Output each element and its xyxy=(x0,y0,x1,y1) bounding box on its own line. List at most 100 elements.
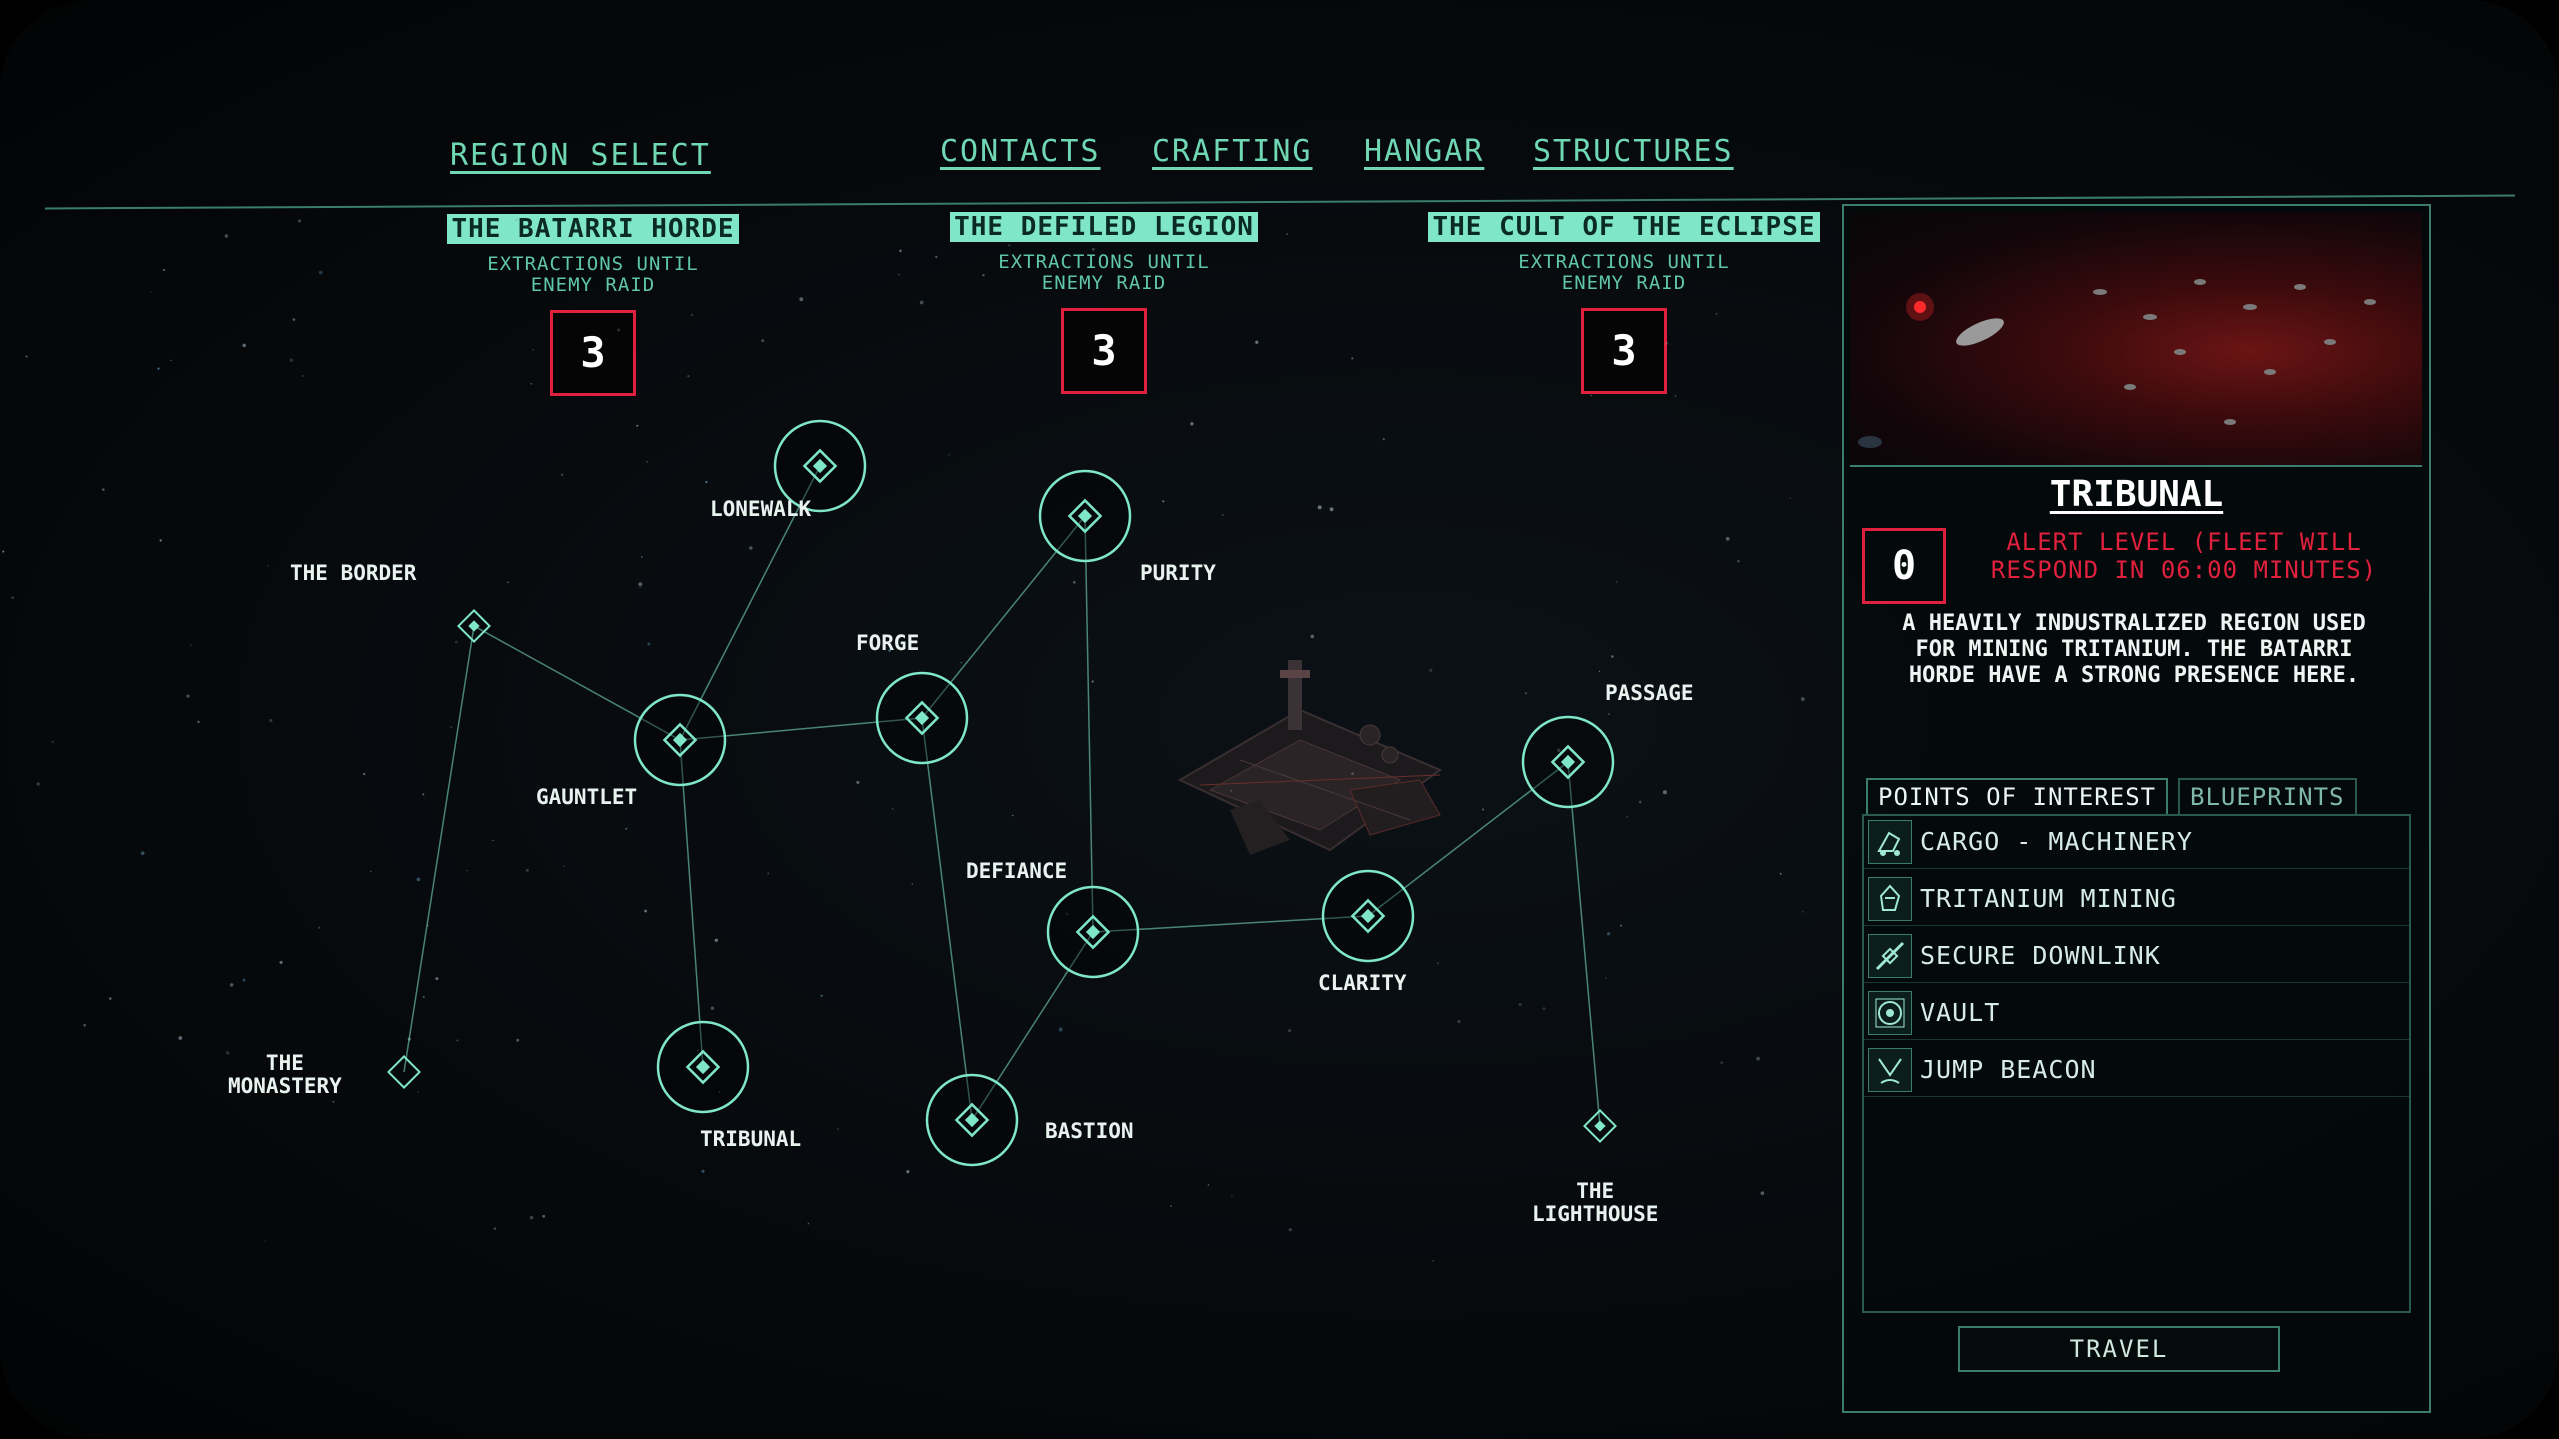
map-label-tribunal[interactable]: TRIBUNAL xyxy=(700,1127,802,1151)
node-diamond-icon xyxy=(685,1049,721,1085)
star xyxy=(560,473,564,477)
faction-defiled-legion: THE DEFILED LEGION EXTRACTIONS UNTIL ENE… xyxy=(844,212,1364,394)
map-connections xyxy=(403,465,1601,1127)
mining-icon xyxy=(1868,877,1912,921)
star xyxy=(911,883,914,885)
crafting-tab[interactable]: CRAFTING xyxy=(1152,134,1313,169)
node-core xyxy=(964,1112,980,1128)
poi-secure-downlink[interactable]: SECURE DOWNLINK xyxy=(1864,930,2409,983)
star xyxy=(1288,1228,1292,1232)
star xyxy=(640,556,643,558)
star xyxy=(1524,692,1528,695)
map-label-passage[interactable]: PASSAGE xyxy=(1605,681,1694,705)
node-diamond-icon xyxy=(1350,898,1386,934)
star xyxy=(416,877,421,882)
star xyxy=(1072,580,1076,584)
star xyxy=(279,960,283,964)
star xyxy=(1665,341,1669,345)
star xyxy=(1626,816,1629,818)
star xyxy=(1008,244,1011,247)
map-label-clarity[interactable]: CLARITY xyxy=(1318,971,1407,995)
star xyxy=(289,358,294,363)
star xyxy=(1091,247,1095,251)
star xyxy=(1221,514,1224,516)
star xyxy=(1781,224,1783,227)
star xyxy=(36,782,40,786)
poi-vault[interactable]: VAULT xyxy=(1864,987,2409,1040)
star xyxy=(1329,507,1334,512)
tab-points-of-interest[interactable]: POINTS OF INTEREST xyxy=(1866,778,2169,816)
map-node-forge[interactable] xyxy=(875,671,969,765)
star xyxy=(242,978,246,982)
faction-raid-caption: EXTRACTIONS UNTIL ENEMY RAID xyxy=(1518,251,1730,294)
map-node-monastery[interactable] xyxy=(387,1055,421,1089)
star xyxy=(856,780,860,784)
star xyxy=(1170,1205,1172,1207)
poi-cargo-machinery[interactable]: CARGO - MACHINERY xyxy=(1864,816,2409,869)
beacon-icon xyxy=(1868,1048,1912,1092)
star xyxy=(647,642,651,646)
map-node-bastion[interactable] xyxy=(925,1073,1019,1167)
star xyxy=(1638,800,1642,804)
map-label-purity[interactable]: PURITY xyxy=(1140,561,1216,585)
star xyxy=(767,872,770,875)
contacts-tab[interactable]: CONTACTS xyxy=(940,134,1101,169)
faction-batarri-horde: THE BATARRI HORDE EXTRACTIONS UNTIL ENEM… xyxy=(333,214,853,396)
star xyxy=(1382,438,1385,441)
star xyxy=(1011,814,1014,817)
star xyxy=(701,1169,705,1173)
star xyxy=(266,564,269,567)
star xyxy=(435,977,439,981)
tab-blueprints[interactable]: BLUEPRINTS xyxy=(2178,778,2357,816)
map-node-defiance[interactable] xyxy=(1046,885,1140,979)
star xyxy=(140,851,145,855)
map-node-clarity[interactable] xyxy=(1321,869,1415,963)
star xyxy=(639,586,641,589)
star xyxy=(225,1051,230,1055)
poi-tritanium-mining[interactable]: TRITANIUM MINING xyxy=(1864,873,2409,926)
map-label-forge[interactable]: FORGE xyxy=(856,631,920,655)
star xyxy=(162,268,166,272)
map-node-lonewalk[interactable] xyxy=(773,419,867,513)
star xyxy=(450,726,452,728)
star xyxy=(1557,748,1561,753)
map-label-gauntlet[interactable]: GAUNTLET xyxy=(536,785,638,809)
map-label-lonewalk[interactable]: LONEWALK xyxy=(710,497,812,521)
poi-jump-beacon[interactable]: JUMP BEACON xyxy=(1864,1044,2409,1097)
faction-cult-of-the-eclipse: THE CULT OF THE ECLIPSE EXTRACTIONS UNTI… xyxy=(1364,212,1884,394)
poi-label: CARGO - MACHINERY xyxy=(1920,827,2193,856)
map-label-border[interactable]: THE BORDER xyxy=(290,561,417,585)
star xyxy=(178,1036,183,1040)
star xyxy=(1162,500,1165,503)
starfield xyxy=(2,218,1819,1262)
region-info-panel: TRIBUNAL 0 ALERT LEVEL (FLEET WILL RESPO… xyxy=(1842,204,2431,1413)
map-node-lighthouse[interactable] xyxy=(1583,1109,1617,1143)
star xyxy=(1611,655,1614,658)
star xyxy=(1287,1028,1292,1033)
region-select-link[interactable]: REGION SELECT xyxy=(450,138,711,173)
map-node-passage[interactable] xyxy=(1521,715,1615,809)
star xyxy=(1482,808,1485,811)
map-node-purity[interactable] xyxy=(1038,469,1132,563)
star xyxy=(526,869,529,872)
structures-tab[interactable]: STRUCTURES xyxy=(1533,134,1734,169)
star xyxy=(466,869,469,872)
star xyxy=(906,1170,910,1174)
map-node-tribunal[interactable] xyxy=(656,1020,750,1114)
star xyxy=(159,539,162,542)
map-node-border[interactable] xyxy=(457,609,491,643)
star xyxy=(1437,962,1440,965)
map-node-gauntlet[interactable] xyxy=(633,693,727,787)
faction-name: THE CULT OF THE ECLIPSE xyxy=(1428,212,1820,242)
hangar-tab[interactable]: HANGAR xyxy=(1364,134,1485,169)
poi-label: SECURE DOWNLINK xyxy=(1920,941,2161,970)
map-label-defiance[interactable]: DEFIANCE xyxy=(966,859,1068,883)
star xyxy=(242,343,246,348)
star xyxy=(1111,344,1113,347)
star xyxy=(982,273,985,277)
travel-button[interactable]: TRAVEL xyxy=(1958,1326,2280,1372)
map-edge-border-gauntlet xyxy=(473,625,681,741)
map-label-bastion[interactable]: BASTION xyxy=(1045,1119,1134,1143)
